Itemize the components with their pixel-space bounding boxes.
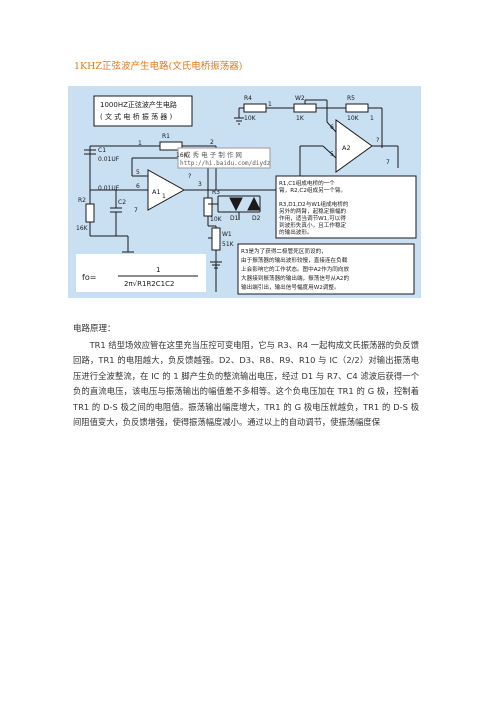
value-w1: 51K — [222, 241, 235, 248]
watermark-box — [177, 147, 271, 169]
formula-lhs: fo= — [82, 273, 96, 282]
value-r1: 16K — [176, 152, 189, 159]
pin-number: 1 — [268, 101, 272, 108]
schematic-title-line1: 1000HZ正弦波产生电路 — [100, 100, 177, 109]
label-w2: W2 — [295, 95, 305, 102]
value-r4: 10K — [244, 115, 257, 122]
resistor-r4 — [243, 103, 267, 113]
formula-denominator: 2π√R1R2C1C2 — [124, 280, 174, 288]
note-1-line: 作用，适当调节W1,可以得 — [279, 214, 346, 222]
section-heading: 电路原理： — [73, 324, 116, 334]
resistor-r2 — [85, 203, 95, 223]
pin-number: 1 — [138, 140, 142, 147]
pin-number: 2 — [210, 139, 214, 146]
note-2-line: R3是为了获得二极管死区而设的， — [241, 247, 327, 255]
label-r3: R3 — [212, 189, 220, 196]
pin-number: 7 — [134, 207, 138, 214]
label-c1: C1 — [98, 147, 106, 154]
diode-d1 — [229, 197, 243, 212]
value-r5: 10K — [347, 115, 360, 122]
pin-number: 7 — [386, 159, 390, 166]
potentiometer-w2 — [293, 103, 317, 113]
label-c2: C2 — [118, 199, 126, 206]
potentiometer-w1 — [211, 227, 221, 251]
page-title: 1KHZ正弦波产生电路(文氏电桥振荡器) — [74, 61, 243, 72]
value-c1: 0.01UF — [98, 156, 120, 163]
pin-number: 1 — [370, 115, 374, 122]
opamp-a2 — [335, 119, 373, 173]
note-1-line: R3,D1,D2与W1组成电桥的 — [279, 200, 349, 208]
note-1-line: 的输出波形。 — [279, 228, 313, 236]
note-1-text: R1,C1组成电桥的一个 臂，R2,C2组成另一个臂。 R3,D1,D2与W1组… — [279, 179, 349, 236]
note-1-line: 另外的两臂，起稳定振幅的 — [279, 207, 347, 215]
pin-number: ? — [376, 136, 379, 144]
label-r2: R2 — [78, 197, 86, 204]
value-w2: 1K — [296, 115, 305, 122]
note-2-line: 输出端引出，输出信号幅度用W2调整。 — [241, 283, 340, 291]
pin-number: 3 — [198, 181, 202, 188]
circuit-schematic: 1000HZ正弦波产生电路 ( 文 式 电 桥 振 荡 器 ) R4 10K W… — [68, 86, 421, 298]
note-2-text: R3是为了获得二极管死区而设的， 由于振荡器的输出波形较慢，直接连在负载 上会影… — [241, 247, 349, 291]
formula-numerator: 1 — [156, 266, 160, 274]
diode-d2 — [247, 196, 261, 211]
note-2-line: 上会影响它的工作状态。图中A2作为同向放 — [241, 265, 349, 273]
label-r4: R4 — [244, 95, 252, 102]
label-a1: A1 — [152, 188, 161, 196]
body-paragraph: TR1 结型场效应管在这里充当压控可变电阻，它与 R3、R4 一起构成文氏振荡器… — [73, 340, 419, 428]
watermark-line1: 成 秀 电 子 制 作 网 — [184, 150, 242, 159]
pin-number: 1 — [162, 193, 166, 200]
value-r2: 16K — [76, 225, 89, 232]
note-1-line: 到波形失真小，且工作稳定 — [279, 221, 347, 229]
note-2-line: 由于振荡器的输出波形较慢，直接连在负载 — [241, 256, 348, 264]
note-box-2 — [237, 243, 415, 295]
value-r3: 10K — [210, 216, 223, 223]
schematic-title-box — [93, 95, 193, 127]
label-d2: D2 — [252, 215, 261, 222]
label-r1: R1 — [162, 133, 170, 140]
resistor-r3 — [203, 197, 213, 217]
note-box-1 — [275, 175, 417, 239]
pin-number: 5 — [330, 151, 334, 158]
label-r5: R5 — [347, 95, 355, 102]
schematic-title-line2: ( 文 式 电 桥 振 荡 器 ) — [100, 112, 173, 121]
pin-number: 6 — [136, 183, 140, 190]
note-1-line: 臂，R2,C2组成另一个臂。 — [279, 186, 346, 194]
label-a2: A2 — [342, 144, 351, 152]
value-c2: 0.01UF — [98, 185, 120, 192]
pin-number: 5 — [136, 169, 140, 176]
label-w1: W1 — [222, 231, 232, 238]
formula-box — [76, 254, 206, 292]
note-1-line: R1,C1组成电桥的一个 — [279, 179, 335, 187]
pin-number: ? — [188, 172, 191, 180]
note-2-line: 大器接到振荡器的输出端，振荡信号从A2的 — [241, 274, 349, 282]
opamp-a1 — [147, 169, 186, 211]
pin-number: 6 — [330, 124, 334, 131]
circuit-schematic-figure: 1000HZ正弦波产生电路 ( 文 式 电 桥 振 荡 器 ) R4 10K W… — [68, 86, 421, 298]
resistor-r5 — [345, 103, 369, 113]
watermark-line2: http://hi.baidu.com/diydz — [180, 160, 271, 167]
label-d1: D1 — [230, 215, 239, 222]
